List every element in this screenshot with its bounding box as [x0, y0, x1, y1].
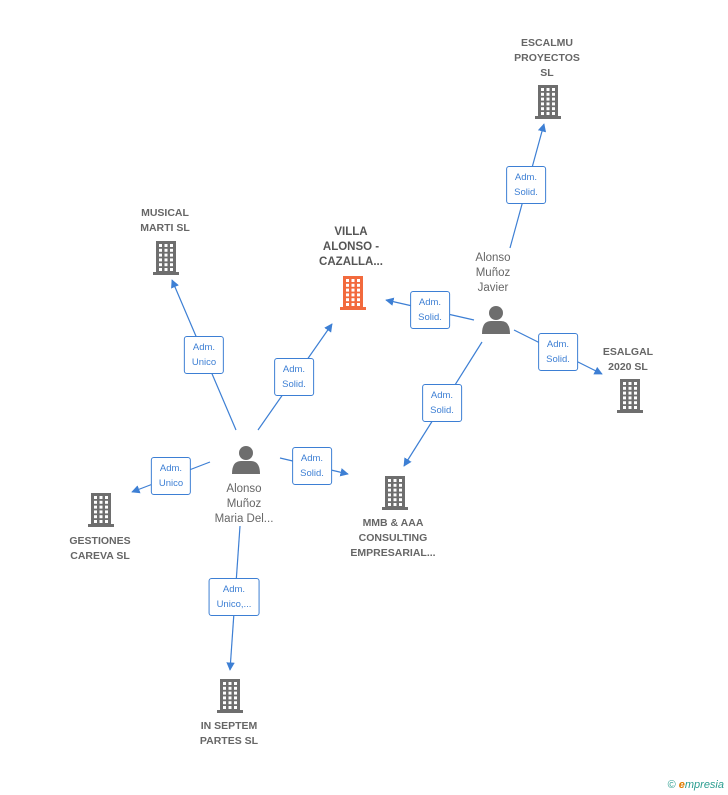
node-label-maria[interactable]: Alonso Muñoz Maria Del...	[214, 483, 274, 525]
edge-label-maria-mmb[interactable]: Adm. Solid.	[292, 447, 332, 485]
copyright-symbol: ©	[667, 779, 676, 791]
edge-label-maria-musical[interactable]: Adm. Unico	[183, 336, 225, 374]
building-icon-inseptem[interactable]	[217, 679, 243, 713]
edge-label-javier-mmb[interactable]: Adm. Solid.	[422, 384, 462, 422]
brand-initial: e	[678, 779, 685, 791]
brand-name: mpresia	[684, 779, 724, 791]
edge-label-javier-escalmu[interactable]: Adm. Solid.	[506, 166, 546, 204]
node-label-musical[interactable]: MUSICAL MARTI SL	[140, 207, 190, 234]
edge-label-maria-villa[interactable]: Adm. Solid.	[274, 358, 314, 396]
node-label-mmb[interactable]: MMB & AAA CONSULTING EMPRESARIAL...	[350, 517, 436, 559]
node-label-villa[interactable]: VILLA ALONSO - CAZALLA...	[319, 226, 383, 268]
node-label-inseptem[interactable]: IN SEPTEM PARTES SL	[199, 720, 259, 747]
building-icon-esalgal[interactable]	[617, 379, 643, 413]
edge-label-javier-villa[interactable]: Adm. Solid.	[410, 291, 450, 329]
node-label-gestiones[interactable]: GESTIONES CAREVA SL	[69, 535, 131, 562]
node-label-esalgal[interactable]: ESALGAL 2020 SL	[602, 346, 654, 373]
edge-label-maria-inseptem[interactable]: Adm. Unico,...	[208, 578, 260, 616]
building-icon-gestiones[interactable]	[88, 493, 114, 527]
person-icon-maria[interactable]	[232, 446, 260, 474]
edge-label-maria-gestiones[interactable]: Adm. Unico	[150, 457, 192, 495]
person-icon-javier[interactable]	[482, 306, 510, 334]
building-icon-mmb[interactable]	[382, 476, 408, 510]
building-icon-musical[interactable]	[153, 241, 179, 275]
edge-label-javier-esalgal[interactable]: Adm. Solid.	[538, 333, 578, 371]
node-label-javier[interactable]: Alonso Muñoz Javier	[475, 252, 511, 294]
building-icon-villa[interactable]	[340, 276, 366, 310]
node-label-escalmu[interactable]: ESCALMU PROYECTOS SL	[514, 37, 580, 79]
footer-brand: ©empresia	[668, 779, 724, 791]
building-icon-escalmu[interactable]	[535, 85, 561, 119]
